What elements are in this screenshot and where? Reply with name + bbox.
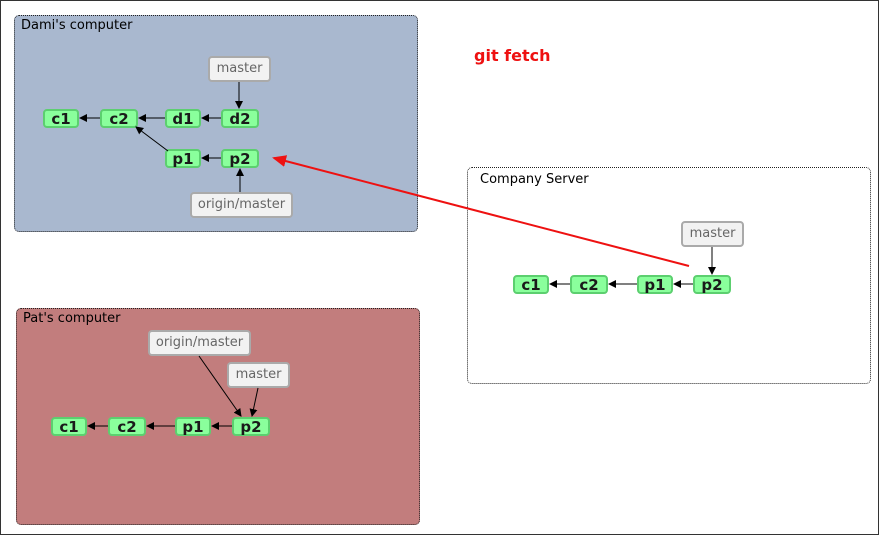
- server-commit-p1: p1: [637, 275, 673, 294]
- pat-origin-master-ref: origin/master: [148, 330, 251, 356]
- pat-computer-title: Pat's computer: [23, 311, 121, 326]
- dami-commit-c2: c2: [100, 109, 138, 128]
- company-server-title: Company Server: [480, 172, 589, 187]
- dami-origin-master-ref: origin/master: [190, 192, 293, 218]
- pat-commit-p1: p1: [175, 417, 211, 436]
- dami-master-ref: master: [208, 56, 271, 82]
- dami-commit-d2: d2: [221, 109, 259, 128]
- server-commit-p2: p2: [693, 275, 731, 294]
- dami-commit-c1: c1: [43, 109, 79, 128]
- dami-computer-title: Dami's computer: [21, 18, 133, 33]
- pat-commit-c1: c1: [51, 417, 87, 436]
- dami-commit-p1: p1: [165, 149, 201, 168]
- server-commit-c1: c1: [513, 275, 549, 294]
- pat-commit-p2: p2: [232, 417, 270, 436]
- pat-master-ref: master: [227, 362, 290, 388]
- dami-commit-d1: d1: [165, 109, 201, 128]
- server-commit-c2: c2: [570, 275, 608, 294]
- dami-edge-p1-c2: [135, 126, 169, 152]
- git-fetch-label: git fetch: [474, 46, 551, 65]
- server-master-ref: master: [681, 221, 744, 247]
- pat-edge-origin-p2: [198, 355, 242, 417]
- pat-commit-c2: c2: [108, 417, 146, 436]
- pat-edge-master-p2: [249, 387, 259, 417]
- dami-commit-p2: p2: [221, 149, 259, 168]
- fetch-arrow: [272, 155, 690, 267]
